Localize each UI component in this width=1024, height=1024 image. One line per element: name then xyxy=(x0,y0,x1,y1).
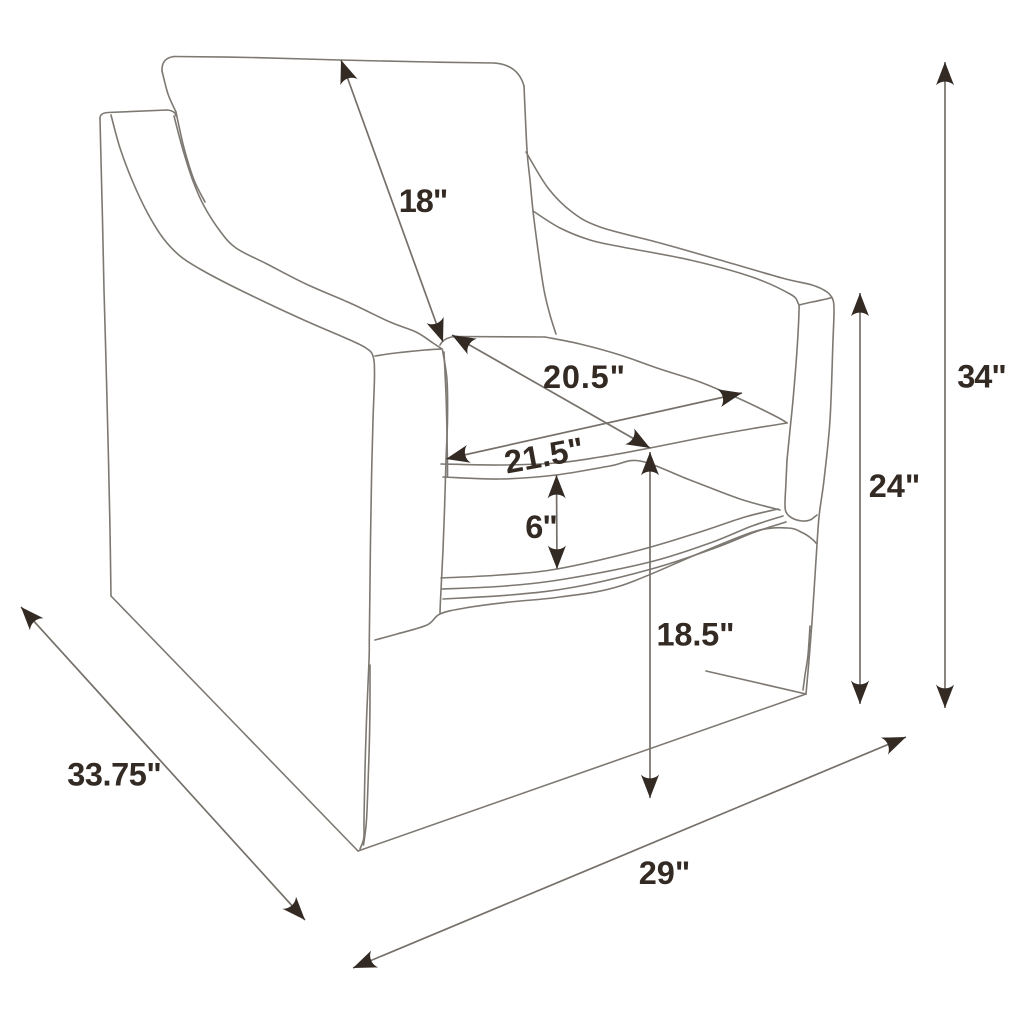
svg-text:20.5": 20.5" xyxy=(543,359,625,395)
svg-text:24": 24" xyxy=(869,468,921,504)
svg-text:34": 34" xyxy=(957,359,1007,395)
svg-text:18.5": 18.5" xyxy=(657,617,735,653)
svg-text:33.75": 33.75" xyxy=(67,757,162,793)
svg-text:29": 29" xyxy=(639,855,691,891)
svg-text:6": 6" xyxy=(525,509,558,545)
svg-text:18": 18" xyxy=(399,183,449,219)
